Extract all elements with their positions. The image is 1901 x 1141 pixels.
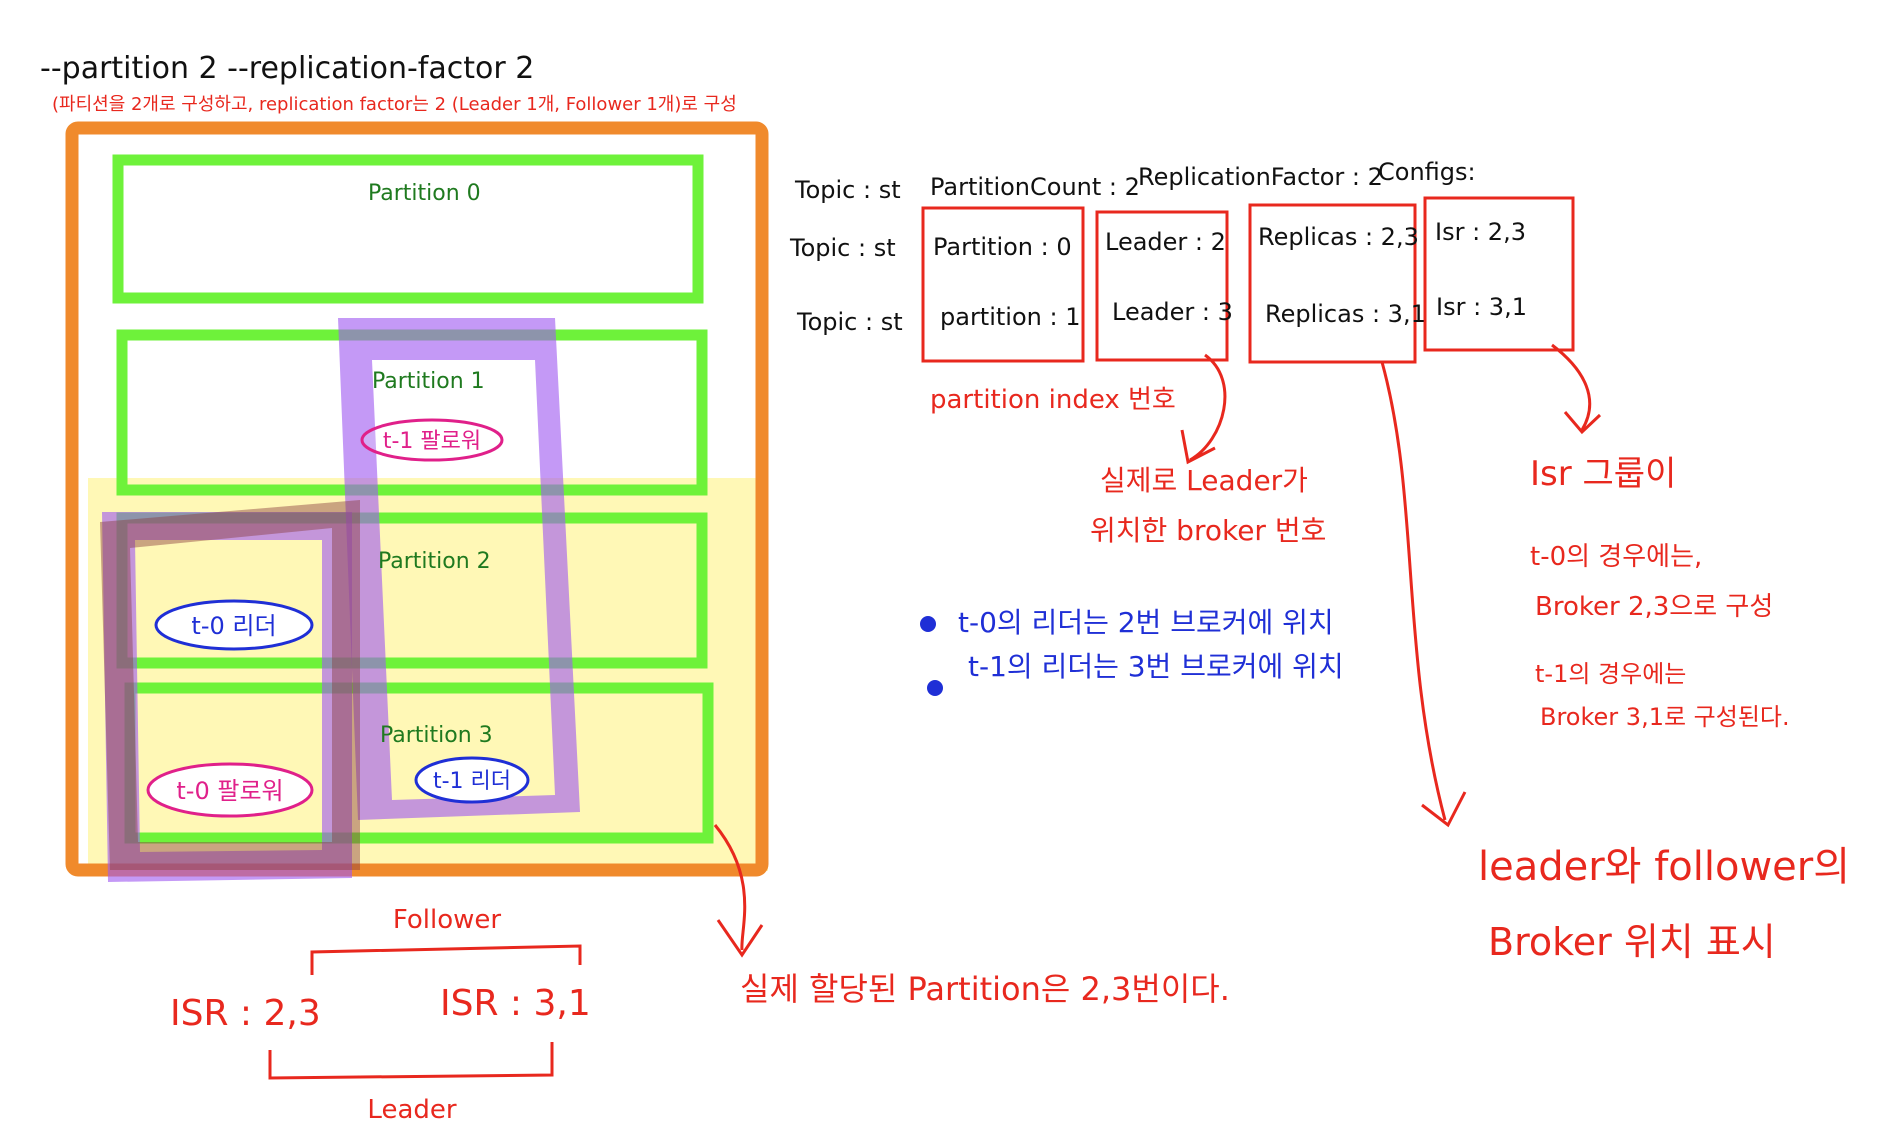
replicas-arrow [1380,361,1467,828]
command-text: --partition 2 --replication-factor 2 [40,51,534,86]
leader-note-line1: 실제로 Leader가 [1100,464,1308,497]
row0-isr: Isr : 2,3 [1435,218,1526,246]
follower-label: Follower [393,905,502,935]
isr-t0-line2: Broker 2,3으로 구성 [1535,592,1773,622]
bullet-2-dot [927,680,943,696]
tag-t0-leader: t-0 리더 [191,612,276,640]
tag-ellipse-t0-follower [146,762,314,818]
isr-group-note: Isr 그룹이 [1530,454,1676,494]
isr-t1-line2: Broker 3,1로 구성된다. [1540,703,1790,731]
assigned-arrow [713,824,764,958]
partition-0-label: Partition 0 [368,181,481,206]
row0-partition: Partition : 0 [933,233,1072,261]
row1-topic: Topic : st [796,308,903,336]
leader-label: Leader [367,1095,456,1125]
partition-index-note: partition index 번호 [930,385,1176,415]
summary-replication-factor: ReplicationFactor : 2 [1138,163,1383,191]
partition-2-label: Partition 2 [378,549,491,574]
orange-outer-box [65,121,769,877]
partition-0-box [112,154,704,304]
row1-isr: Isr : 3,1 [1436,293,1527,321]
partition-3-label: Partition 3 [380,723,493,748]
bullet-1-dot [920,616,936,632]
partition-1-label: Partition 1 [372,369,485,394]
tag-t0-follower: t-0 팔로워 [176,777,283,805]
row0-replicas: Replicas : 2,3 [1258,223,1419,251]
summary-topic: Topic : st [794,176,901,204]
isr-t0-line1: t-0의 경우에는, [1530,542,1702,572]
replicas-note-line1: leader와 follower의 [1478,844,1850,890]
isr-left: ISR : 2,3 [170,993,321,1034]
replicas-box [1248,203,1417,364]
tag-t1-follower: t-1 팔로워 [383,429,481,454]
replicas-note-line2: Broker 위치 표시 [1488,920,1776,964]
brown-highlight [100,500,360,870]
bullet-1-text: t-0의 리더는 2번 브로커에 위치 [958,606,1334,639]
command-note: (파티션을 2개로 구성하고, replication factor는 2 (L… [52,94,737,115]
leader-bracket [268,1042,554,1080]
isr-right: ISR : 3,1 [440,983,591,1024]
row0-leader: Leader : 2 [1105,228,1226,256]
isr-arrow [1551,343,1602,435]
isr-box [1423,196,1575,352]
row1-replicas: Replicas : 3,1 [1265,300,1426,328]
leader-arrow [1180,353,1227,465]
follower-bracket [310,944,582,975]
summary-configs: Configs: [1378,158,1476,186]
tag-ellipse-t1-follower [360,418,504,462]
purple-highlight-left [102,512,352,882]
tag-ellipse-t0-leader [154,599,314,651]
leader-box [1095,210,1229,362]
row1-partition: partition : 1 [940,303,1080,331]
tag-ellipse-t1-leader [414,756,530,804]
summary-partition-count: PartitionCount : 2 [930,173,1140,201]
leader-note-line2: 위치한 broker 번호 [1090,514,1326,547]
partition-index-box [921,206,1085,363]
assigned-note: 실제 할당된 Partition은 2,3번이다. [740,970,1230,1008]
purple-highlight-column [338,318,580,820]
row1-leader: Leader : 3 [1112,298,1233,326]
bullet-2-text: t-1의 리더는 3번 브로커에 위치 [968,650,1344,683]
row0-topic: Topic : st [789,234,896,262]
isr-t1-line1: t-1의 경우에는 [1535,660,1686,688]
tag-t1-leader: t-1 리더 [433,769,511,794]
